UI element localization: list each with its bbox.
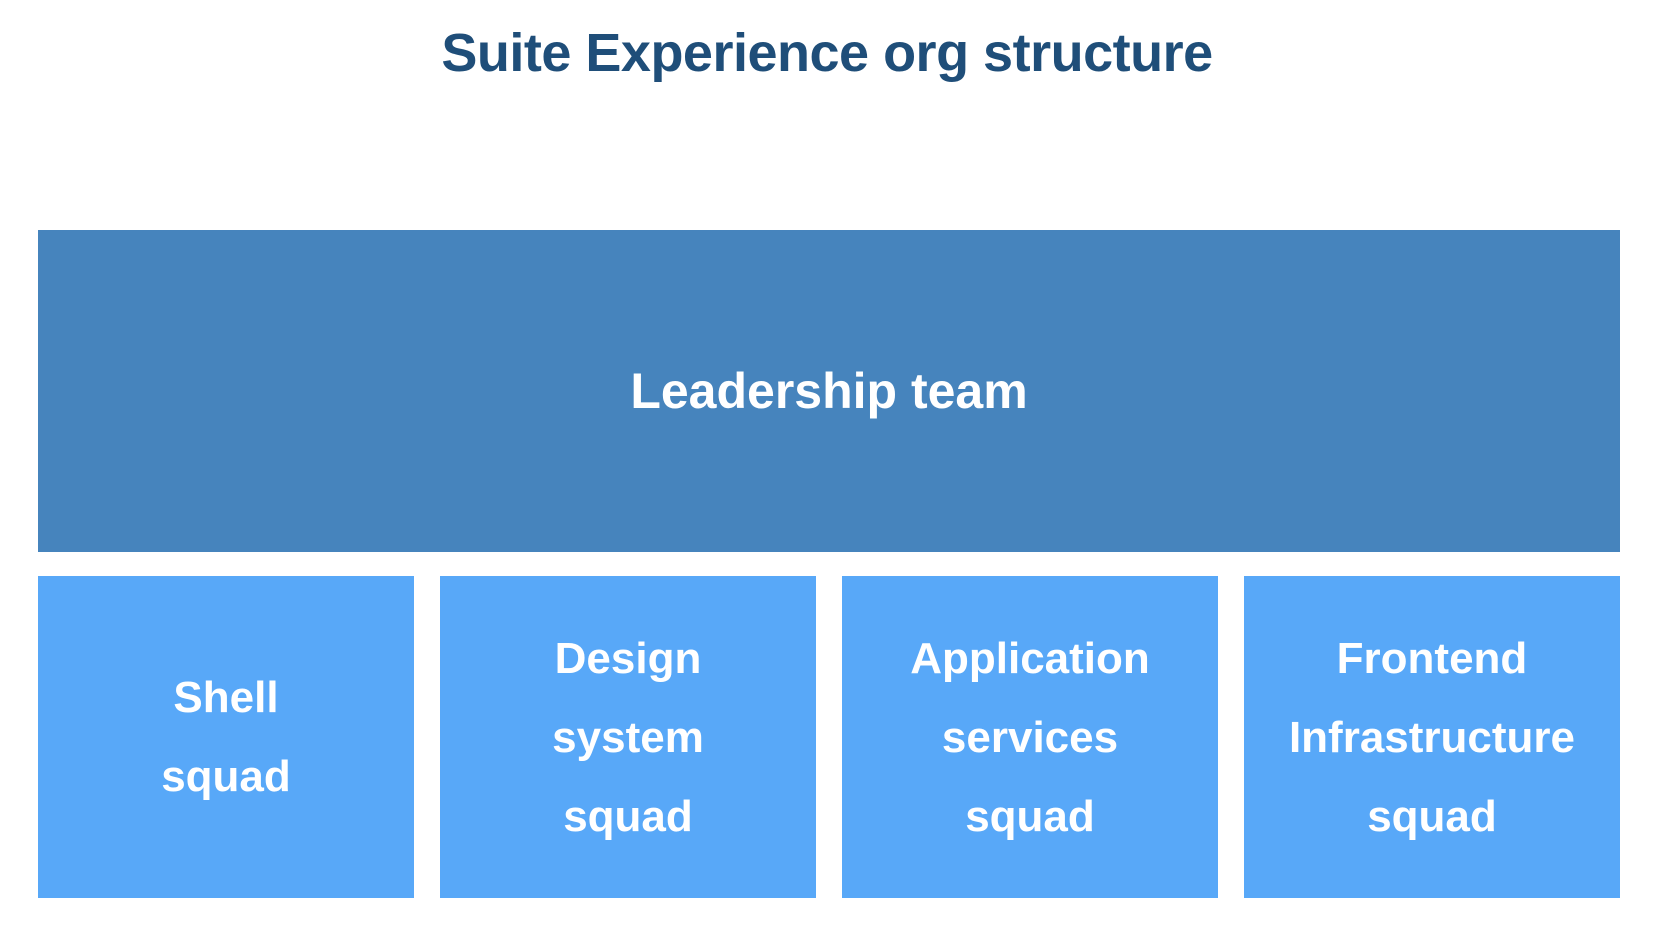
squad-label-shell: Shell squad [161, 673, 291, 801]
squad-box-design-system: Design system squad [440, 576, 816, 898]
leadership-team-label: Leadership team [630, 363, 1028, 419]
squad-box-application-services: Application services squad [842, 576, 1218, 898]
diagram-title: Suite Experience org structure [441, 23, 1213, 83]
squad-box-frontend-infrastructure: Frontend Infrastructure squad [1244, 576, 1620, 898]
squad-box-shell: Shell squad [38, 576, 414, 898]
leadership-team-box: Leadership team [38, 230, 1620, 552]
squad-label-design-system: Design system squad [552, 633, 704, 841]
squad-label-frontend-infrastructure: Frontend Infrastructure squad [1288, 633, 1576, 841]
squad-row: Shell squad Design system squad Applicat… [38, 576, 1620, 898]
squad-label-application-services: Application services squad [910, 633, 1150, 841]
